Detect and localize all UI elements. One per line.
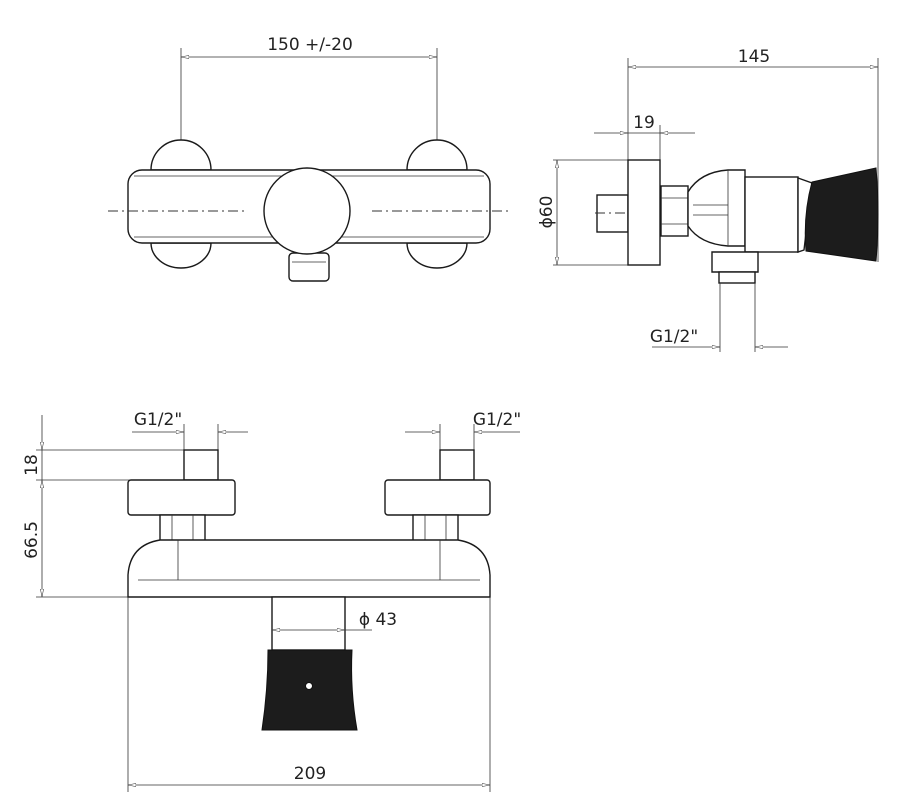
inlet-height-label: 18 <box>22 454 42 476</box>
right-escutcheon-bottom <box>406 242 468 269</box>
left-escutcheon-bottom <box>150 242 212 269</box>
wall-flange <box>627 159 661 266</box>
union-dome <box>687 169 746 247</box>
body-height-label: 66.5 <box>22 521 42 559</box>
right-inlet-thread-label: G1/2" <box>473 410 521 430</box>
dimension-depth-label: 145 <box>738 47 770 67</box>
control-knob <box>263 167 351 255</box>
left-flange <box>127 479 236 516</box>
knob-side <box>804 167 879 262</box>
front-view: 150 +/-20 <box>108 35 512 282</box>
knob-diameter-label: ϕ 43 <box>359 610 397 630</box>
inlet-stub <box>596 194 629 233</box>
outlet-thread-label: G1/2" <box>650 327 698 347</box>
knob-indicator-dot <box>305 682 313 690</box>
left-inlet-thread-label: G1/2" <box>134 410 182 430</box>
hex-nut <box>660 185 689 237</box>
outlet-nozzle <box>288 252 330 282</box>
top-view: G1/2" G1/2" 18 66.5 <box>22 410 521 792</box>
side-view: 145 19 ϕ60 G1/2" <box>537 47 879 352</box>
right-inlet-stub <box>439 449 475 481</box>
right-escutcheon <box>406 139 468 171</box>
left-inlet-stub <box>183 449 219 481</box>
outlet-body <box>711 251 759 273</box>
dimension-centers-label: 150 +/-20 <box>267 35 353 55</box>
knob-stem <box>271 596 346 651</box>
left-escutcheon <box>150 139 212 171</box>
outlet-thread <box>718 271 756 284</box>
mixer-body-top <box>127 539 491 598</box>
valve-body <box>744 176 799 253</box>
dimension-flange-label: 19 <box>633 113 655 133</box>
overall-width-label: 209 <box>294 764 326 784</box>
right-flange <box>384 479 491 516</box>
knob-top <box>261 649 358 731</box>
dimension-flange-diameter-label: ϕ60 <box>537 196 557 229</box>
